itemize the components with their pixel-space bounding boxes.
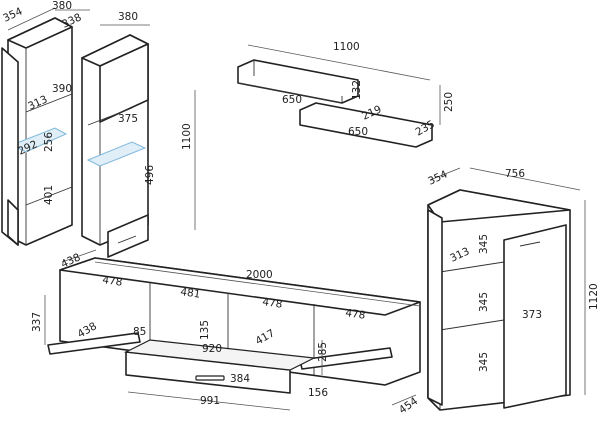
dim-tv-drawer-depth: 384: [230, 373, 250, 385]
dim-tv-drawer-height: 156: [308, 387, 328, 399]
dim-tv-height: 337: [31, 312, 43, 332]
dim-tv-comp-3: 478: [262, 296, 284, 311]
dim-tv-drawer-total: 991: [200, 395, 220, 407]
dim-vl-bottom: 401: [43, 185, 55, 205]
dim-vl-depth: 354: [1, 5, 25, 24]
dim-hb-door: 373: [522, 309, 542, 321]
dim-hb-comp-top: 345: [478, 234, 490, 254]
dim-tv-flap: 85: [133, 326, 146, 338]
dim-tv-comp-4: 478: [345, 307, 367, 322]
dim-tv-drawer-width: 920: [202, 343, 222, 355]
dim-vl-width: 380: [52, 0, 72, 12]
dim-tv-comp-1: 478: [102, 274, 124, 289]
dim-tv-comp-2: 481: [180, 286, 202, 301]
dim-ws-width: 1100: [333, 41, 360, 53]
dim-vl-top: 390: [52, 83, 72, 95]
dimension-lines: [7, 7, 586, 411]
dim-tv-inner-285: 285: [317, 342, 329, 362]
highboard: [427, 189, 571, 411]
dim-hb-comp-mid: 345: [478, 292, 490, 312]
dim-hb-depth: 354: [426, 168, 450, 187]
wall-shelf: [237, 59, 433, 148]
dim-hb-width: 756: [505, 168, 525, 180]
dim-vr-lower: 496: [144, 165, 156, 185]
dim-tv-front-depth: 454: [397, 395, 421, 417]
dim-ws-lower-shelf: 650: [348, 126, 368, 138]
dim-tv-total-width: 2000: [246, 269, 273, 281]
dim-ws-top-height: 132: [351, 80, 363, 100]
dim-hb-comp-bottom: 345: [478, 352, 490, 372]
dim-tv-inner-135: 135: [199, 320, 211, 340]
dim-vr-shelf: 375: [118, 113, 138, 125]
dim-vl-glass: 256: [43, 132, 55, 152]
dim-vr-height: 1100: [181, 123, 193, 150]
tv-stand: [47, 257, 421, 394]
dim-hb-height: 1120: [588, 283, 600, 310]
vitrine-right: [81, 34, 149, 258]
dim-ws-top-shelf: 650: [282, 94, 302, 106]
vitrine-left: [1, 17, 73, 246]
dim-vr-width: 380: [118, 11, 138, 23]
dim-ws-total-height: 250: [443, 92, 455, 112]
